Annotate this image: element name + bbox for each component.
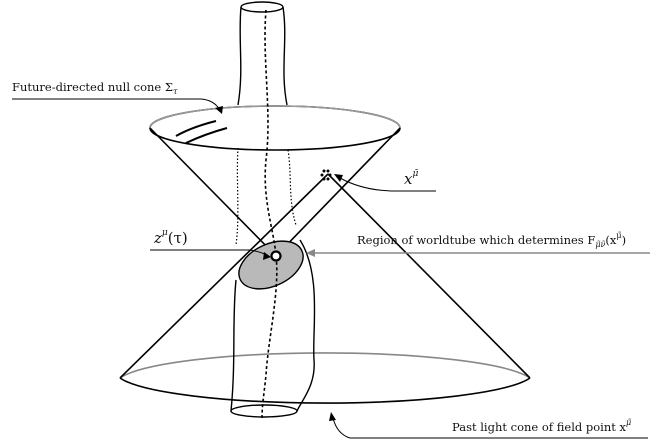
worldtube-top-cap bbox=[240, 1, 284, 13]
worldtube-left-wall-upper bbox=[237, 6, 242, 106]
worldline bbox=[261, 9, 278, 419]
worldtube-right-wall-upper bbox=[282, 6, 288, 106]
worldline-point-marker bbox=[270, 250, 282, 262]
future-cone-label: Future-directed null cone Στ bbox=[12, 80, 178, 96]
worldline-point-arrowhead bbox=[263, 252, 271, 260]
field-point-leader bbox=[339, 177, 392, 192]
future-cone-label-group: Future-directed null cone Στ bbox=[12, 80, 223, 114]
worldtube-left-wall-lower bbox=[230, 279, 237, 412]
past-cone-label: Past light cone of field point xμ̃ bbox=[452, 418, 631, 434]
future-cone-inner-mark-2 bbox=[185, 127, 228, 144]
future-cone-inner-mark-1 bbox=[175, 120, 217, 137]
worldtube bbox=[230, 1, 316, 418]
future-null-cone bbox=[149, 105, 401, 257]
worldline-point-label: zμ(τ) bbox=[153, 228, 188, 247]
region-label: Region of worldtube which determines Fμ̃… bbox=[357, 231, 626, 249]
future-cone-left-generator bbox=[149, 127, 277, 257]
future-cone-arrowhead bbox=[215, 106, 223, 114]
field-point-label: xμ̃ bbox=[404, 168, 418, 188]
past-cone-leader bbox=[332, 417, 351, 439]
past-cone-arrowhead bbox=[329, 412, 336, 421]
future-cone-rim-back bbox=[149, 105, 401, 129]
field-point-marker bbox=[320, 169, 332, 181]
field-point-label-group: xμ̃ bbox=[334, 168, 436, 192]
region-arrowhead bbox=[306, 249, 315, 257]
future-cone-right-generator bbox=[275, 127, 401, 257]
worldtube-right-wall-lower bbox=[296, 239, 316, 412]
intersection-region bbox=[238, 240, 304, 290]
past-light-cone bbox=[119, 173, 531, 404]
worldline-point-label-group: zμ(τ) bbox=[150, 228, 271, 260]
past-cone-label-group: Past light cone of field point xμ̃ bbox=[329, 412, 648, 439]
worldtube-right-wall-hidden bbox=[287, 149, 297, 226]
past-cone-left-generator bbox=[119, 173, 329, 379]
past-cone-back-rim bbox=[119, 352, 531, 379]
past-cone-front-rim bbox=[119, 377, 531, 404]
worldtube-left-wall-hidden bbox=[235, 147, 239, 246]
region-label-group: Region of worldtube which determines Fμ̃… bbox=[306, 231, 650, 257]
worldtube-bottom-cap bbox=[230, 410, 298, 418]
worldtube-bottom-cap-back bbox=[230, 404, 298, 412]
field-point-arrowhead bbox=[334, 174, 343, 182]
past-cone-right-generator bbox=[327, 173, 531, 379]
